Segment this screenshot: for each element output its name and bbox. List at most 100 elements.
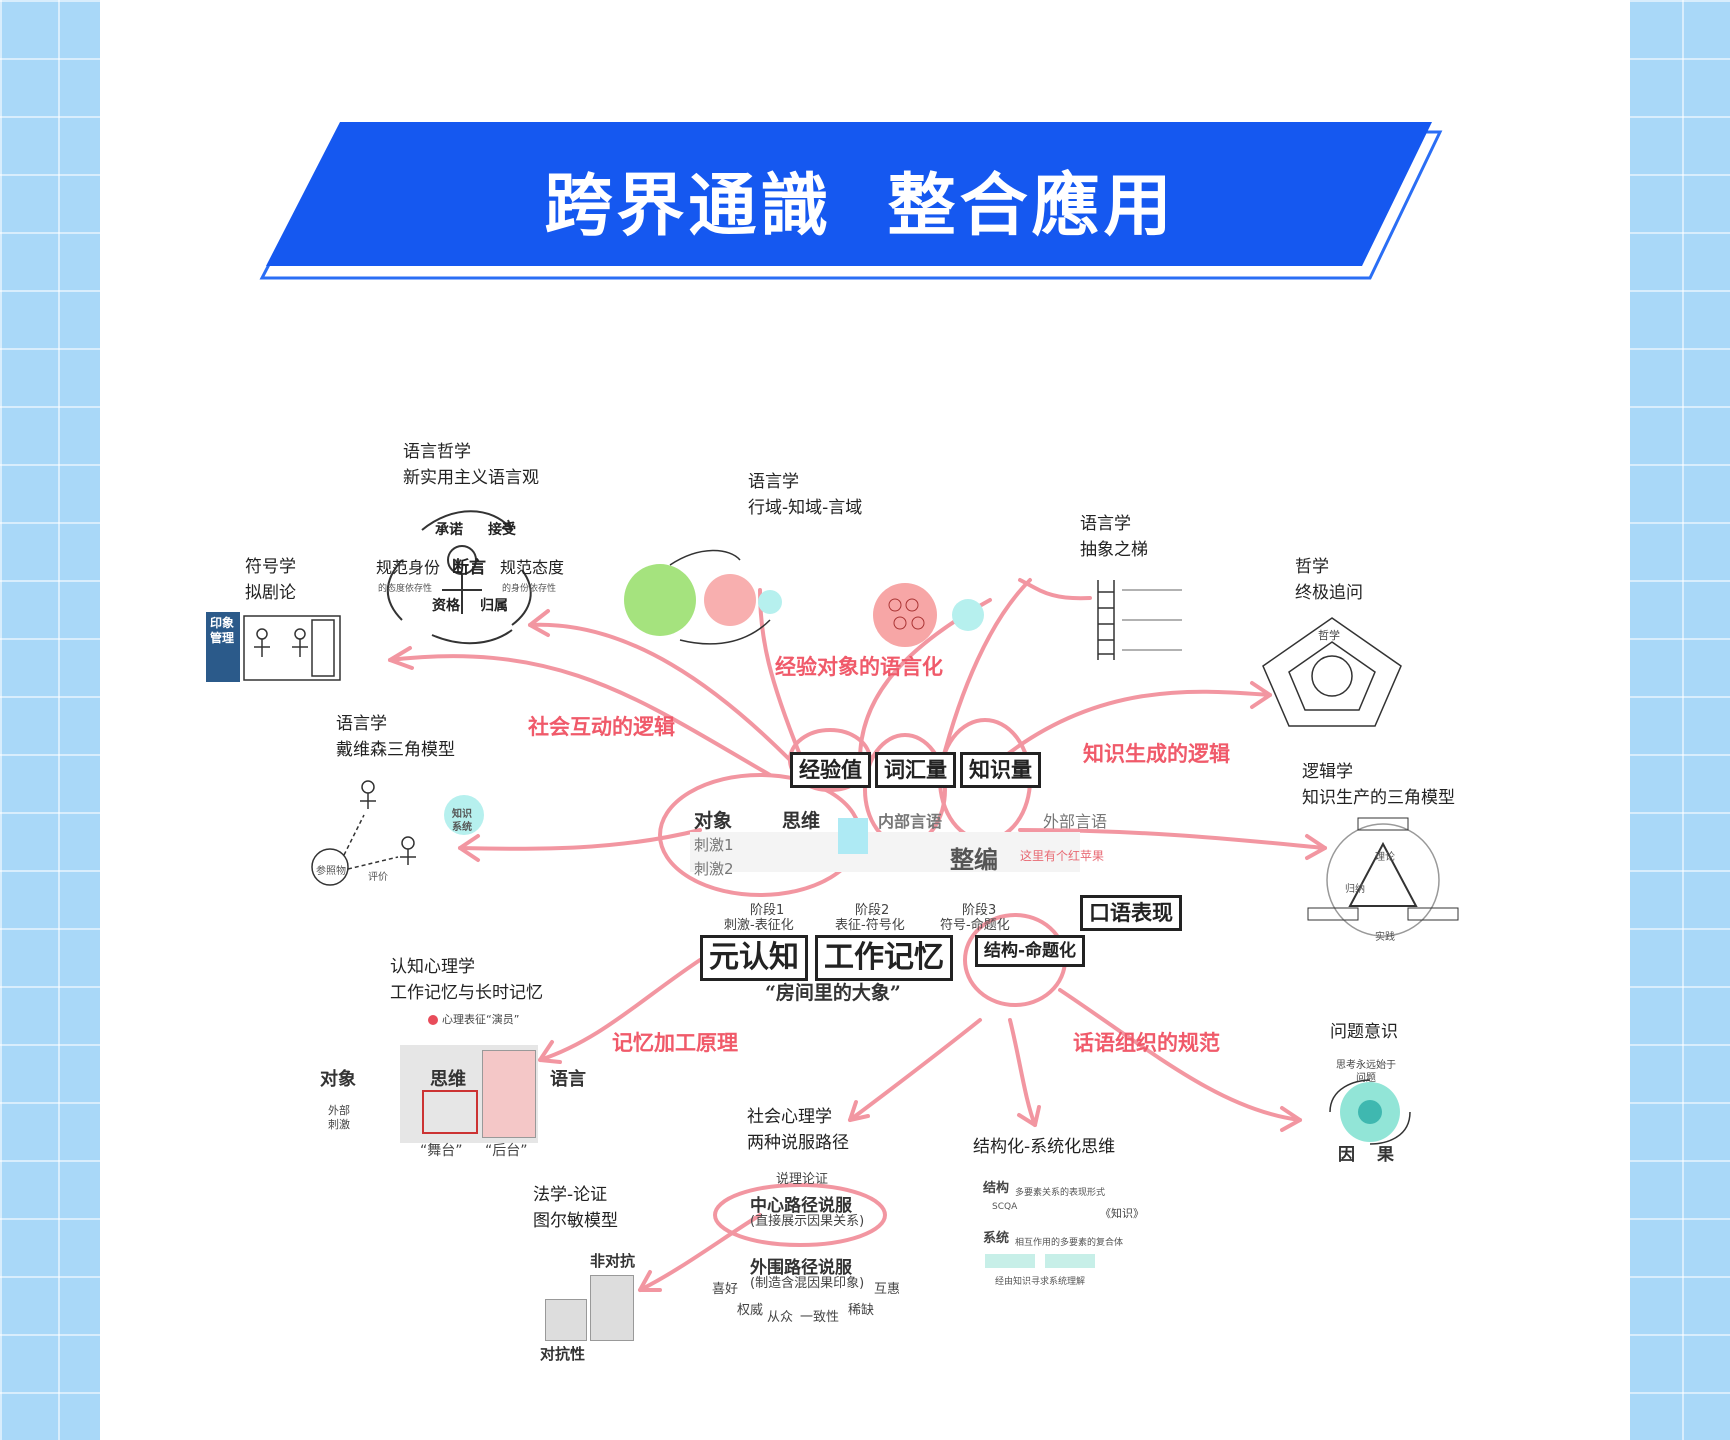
ling-phil-e: 规范态度 <box>500 560 564 576</box>
ling-phil-b: 接受 <box>488 522 516 538</box>
cog-working-box <box>422 1090 478 1134</box>
center-red-note: 这里有个红苹果 <box>1020 848 1104 864</box>
topic-semiotics-line2: 拟剧论 <box>245 581 296 606</box>
cog-legend-dot-icon <box>428 1015 438 1025</box>
box-working-memory: 工作记忆 <box>815 935 953 981</box>
topic-davidson-line2: 戴维森三角模型 <box>336 738 455 763</box>
center-stage2: 阶段2 <box>855 903 889 919</box>
center-elephant: “房间里的大象” <box>765 978 901 1005</box>
center-outer: 外部言语 <box>1043 808 1107 832</box>
topic-social-psych-line2: 两种说服路径 <box>747 1131 849 1156</box>
link-memory: 记忆加工原理 <box>612 1027 738 1057</box>
cog-lang: 语言 <box>550 1065 586 1091</box>
cog-legend: 心理表征“演员” <box>442 1012 519 1028</box>
struct-scqa: SCQA <box>992 1202 1017 1212</box>
cog-ltm-box <box>482 1050 536 1138</box>
struct-label: 结构 <box>983 1181 1009 1197</box>
ling-phil-f: 资格 <box>432 598 460 614</box>
link-social-logic: 社会互动的逻辑 <box>528 711 675 741</box>
link-discourse: 话语组织的规范 <box>1073 1027 1220 1057</box>
davidson-ref: 参照物 <box>316 862 346 877</box>
topic-law-line2: 图尔敏模型 <box>533 1209 618 1234</box>
topic-cognitive-line1: 认知心理学 <box>390 955 475 980</box>
topic-problem: 问题意识 <box>1330 1020 1398 1045</box>
center-inner: 内部言语 <box>878 808 942 832</box>
box-meta: 元认知 <box>700 935 808 981</box>
center-stim1: 刺激1 <box>694 834 734 855</box>
topic-ladder-line1: 语言学 <box>1080 512 1131 537</box>
law-non-adversarial: 非对抗 <box>590 1250 635 1271</box>
dramaturgy-diagram <box>242 612 342 684</box>
center-stage1b: 刺激-表征化 <box>724 918 794 934</box>
philosophy-center-label: 哲学 <box>1318 628 1340 644</box>
persuasion-authority: 权威 <box>737 1303 763 1319</box>
persuasion-like: 喜好 <box>712 1282 738 1298</box>
persuasion-herd: 从众 <box>767 1310 793 1326</box>
struct-knowledge: 《知识》 <box>1100 1206 1144 1222</box>
topic-ling-phil-line1: 语言哲学 <box>403 440 471 465</box>
link-verbalize: 经验对象的语言化 <box>775 651 943 681</box>
cog-stim: 刺激 <box>328 1117 350 1133</box>
toulmin-diagram <box>505 1275 635 1343</box>
ling-phil-c: 规范身份 <box>376 560 440 576</box>
davidson-ks2: 系统 <box>452 818 472 833</box>
topic-cognitive-line2: 工作记忆与长时记忆 <box>390 981 543 1006</box>
topic-semiotics-line1: 符号学 <box>245 555 296 580</box>
center-stage2b: 表征-符号化 <box>835 918 905 934</box>
topic-philosophy-line1: 哲学 <box>1295 555 1329 580</box>
logic-pract: 实践 <box>1375 928 1395 943</box>
cog-backstage: “后台” <box>485 1143 528 1159</box>
topic-structured: 结构化-系统化思维 <box>973 1135 1115 1160</box>
ling-phil-d: 断言 <box>452 560 486 576</box>
center-think: 思维 <box>782 806 820 833</box>
topic-philosophy-line2: 终极追问 <box>1295 581 1363 606</box>
ling-phil-h: 的态度依存性 <box>378 581 432 594</box>
logic-induct: 归纳 <box>1345 880 1365 895</box>
center-stage1: 阶段1 <box>750 903 784 919</box>
link-knowledge-logic: 知识生成的逻辑 <box>1083 738 1230 768</box>
topic-social-psych-line1: 社会心理学 <box>747 1105 832 1130</box>
struct-sys-desc: 相互作用的多要素的复合体 <box>1015 1235 1123 1248</box>
topic-ling-domains-line2: 行域-知域-言域 <box>748 496 862 521</box>
topic-law-line1: 法学-论证 <box>533 1183 607 1208</box>
struct-tag-1 <box>985 1254 1035 1268</box>
persuasion-reciprocity: 互惠 <box>874 1282 900 1298</box>
ling-phil-g: 归属 <box>480 598 508 614</box>
impression-management-label: 印象管理 <box>210 616 236 646</box>
persuasion-central-sub: (直接展示因果关系) <box>750 1214 864 1230</box>
struct-sys-label: 系统 <box>983 1231 1009 1247</box>
center-cyan-patch <box>838 818 868 854</box>
topic-logic-line1: 逻辑学 <box>1302 760 1353 785</box>
law-adversarial: 对抗性 <box>540 1343 585 1364</box>
persuasion-scarcity: 稀缺 <box>848 1303 874 1319</box>
persuasion-peripheral-sub: (制造含混因果印象) <box>750 1276 864 1292</box>
center-stage3: 阶段3 <box>962 903 996 919</box>
persuasion-head: 说理论证 <box>776 1172 828 1188</box>
struct-foot: 经由知识寻求系统理解 <box>995 1274 1085 1287</box>
topic-ling-domains-line1: 语言学 <box>748 470 799 495</box>
struct-tag-2 <box>1045 1254 1095 1268</box>
davidson-triangle-diagram <box>308 775 488 895</box>
center-obj: 对象 <box>694 806 732 833</box>
box-struct-prop: 结构-命题化 <box>975 935 1085 967</box>
center-stim2: 刺激2 <box>694 858 734 879</box>
mind-bubble-diagram <box>870 575 990 655</box>
ling-phil-a: 承诺 <box>435 522 463 538</box>
persuasion-consistency: 一致性 <box>800 1310 839 1326</box>
cog-think: 思维 <box>430 1065 466 1091</box>
box-experience: 经验值 <box>790 752 871 788</box>
persuasion-central: 中心路径说服 <box>750 1191 852 1216</box>
ling-phil-i: 的身份依存性 <box>502 581 556 594</box>
topic-ladder-line2: 抽象之梯 <box>1080 538 1148 563</box>
problem-cause: 因 <box>1338 1140 1355 1165</box>
topic-logic-line2: 知识生产的三角模型 <box>1302 786 1455 811</box>
domains-venn-diagram <box>620 540 820 650</box>
box-vocab: 词汇量 <box>875 752 956 788</box>
box-knowledge: 知识量 <box>960 752 1041 788</box>
davidson-eval: 评价 <box>368 868 388 883</box>
logic-theory: 理论 <box>1375 848 1395 863</box>
struct-desc: 多要素关系的表现形式 <box>1015 1185 1105 1198</box>
ladder-icon <box>1088 580 1198 660</box>
topic-ling-phil-line2: 新实用主义语言观 <box>403 466 539 491</box>
